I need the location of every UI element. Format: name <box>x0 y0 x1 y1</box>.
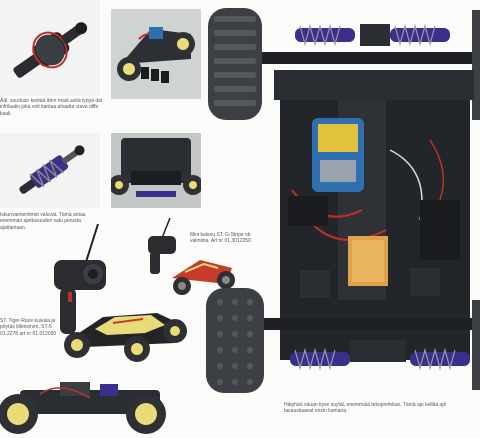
shock-caption: Iskunvaimentimet valuvat. Tämä antaa ene… <box>0 212 86 231</box>
rc-car-rear-photo <box>111 9 201 99</box>
red-rc-car-photo <box>140 218 240 303</box>
bottom-chassis-photo <box>0 372 180 438</box>
shock-absorber-photo <box>0 133 100 208</box>
transmitter-photo <box>48 222 118 340</box>
diff-caption: Ääl, suuduun kestää ähm maiä sekä työyä … <box>0 98 103 117</box>
differential-photo <box>0 0 100 96</box>
main-chassis-photo <box>200 0 480 395</box>
chassis-caption: Hätyhää väuan kyse suytäl, enemmäiä teko… <box>284 402 446 415</box>
yellow-buggy-photo <box>55 295 190 365</box>
buggy-caption: ST. Tiger-Race kuivala ja pöytäs tillens… <box>0 318 57 337</box>
car-small-caption: Mini kalevu ST. G-Stripe ob valmiina. Ar… <box>190 232 251 245</box>
chassis-front-photo <box>111 133 201 208</box>
